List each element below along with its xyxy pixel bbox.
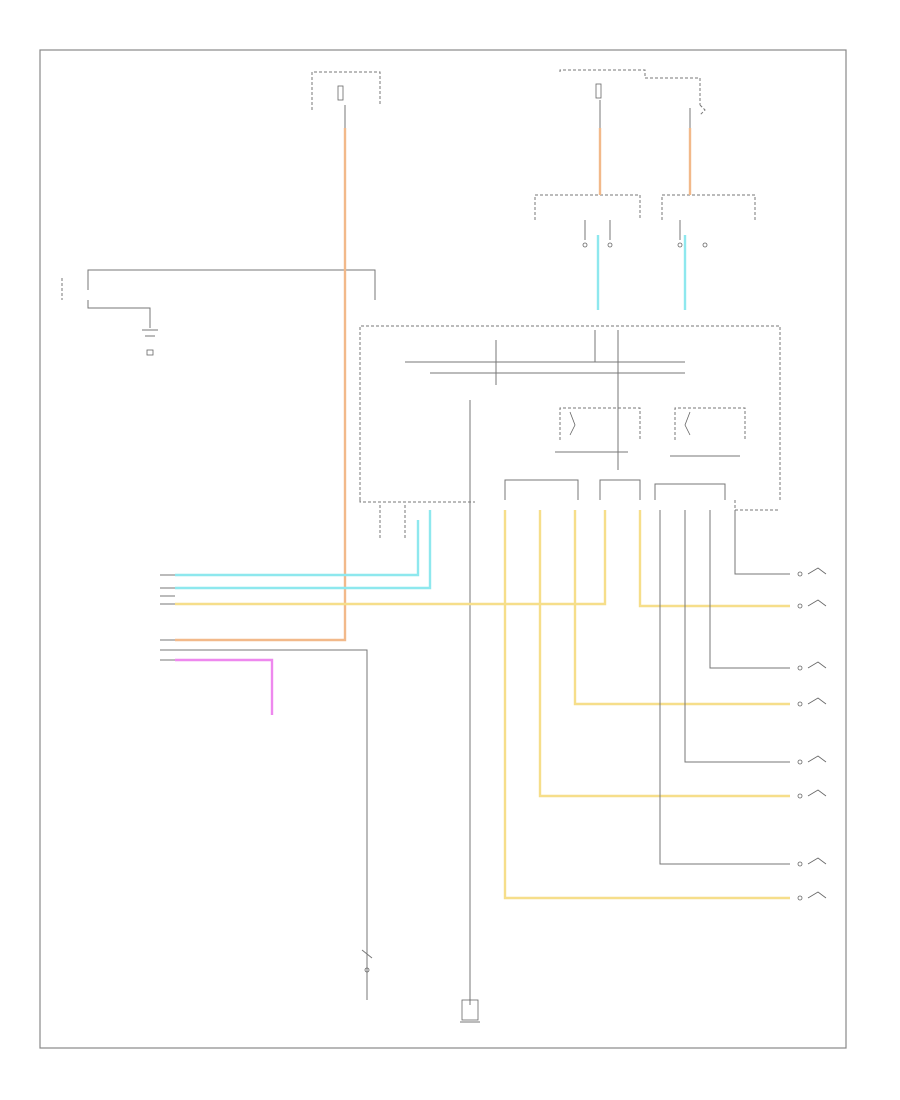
ajar-switch-left (61, 269, 376, 356)
left-lamp-switch (534, 194, 641, 248)
splice-bus (359, 325, 781, 500)
door-switch-7 (797, 857, 827, 867)
door-switch-5 (797, 755, 827, 765)
wire-orange-battery (175, 128, 692, 642)
fuse-block-right (559, 69, 706, 128)
fuse-block-left (311, 71, 381, 128)
relay-right (670, 407, 746, 457)
door-switch-2 (797, 599, 827, 609)
door-switch-8 (797, 891, 827, 901)
door-switch-4 (797, 697, 827, 707)
right-lamp-switch (661, 194, 756, 248)
wire-cyan (175, 235, 687, 590)
wire-gray-grounds (175, 510, 790, 1000)
wire-magenta (175, 658, 274, 715)
door-switch-1 (797, 567, 827, 577)
diagram-border (39, 49, 847, 1049)
bcm-connector-pins (160, 574, 175, 661)
body-control-module (359, 400, 780, 1005)
lower-switch-and-grounds (361, 949, 480, 1023)
door-switch-6 (797, 789, 827, 799)
door-switches (797, 567, 827, 901)
relay-left (555, 385, 641, 470)
wire-yellow (175, 510, 790, 900)
door-switch-3 (797, 661, 827, 671)
